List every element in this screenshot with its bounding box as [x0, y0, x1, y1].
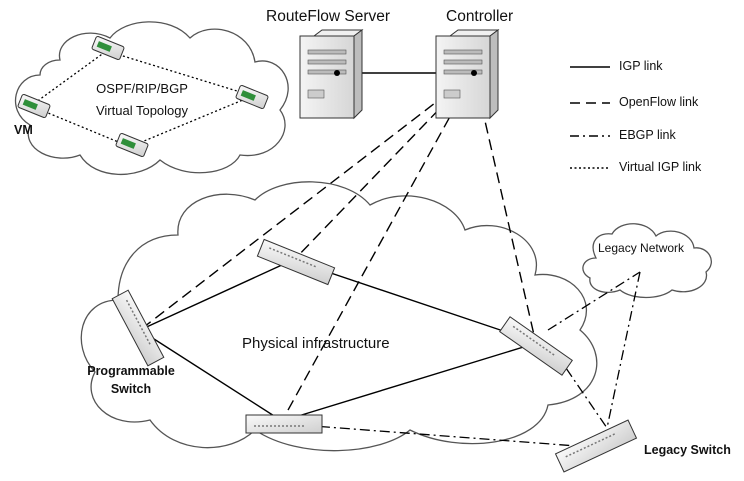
- virtual-topology-line2: Virtual Topology: [95, 103, 189, 118]
- routeflow-server-label: RouteFlow Server: [266, 8, 391, 25]
- legend-ebgp-label: EBGP link: [619, 128, 676, 142]
- vm-switch: [235, 84, 269, 110]
- physical-infrastructure-label: Physical infrastructure: [242, 335, 390, 352]
- virtual-topology-line1: OSPF/RIP/BGP: [96, 81, 188, 96]
- vm-switch: [17, 93, 51, 119]
- vm-label: VM: [14, 123, 33, 137]
- igp-links: [139, 72, 531, 422]
- physical-infrastructure-cloud: [80, 181, 598, 452]
- controller-server: [435, 29, 500, 120]
- programmable-switch-label-line2: Switch: [110, 382, 152, 396]
- legacy-network-label: Legacy Network: [598, 241, 685, 255]
- controller-label: Controller: [446, 8, 514, 25]
- legend-openflow-label: OpenFlow link: [619, 95, 699, 109]
- physical-switch-bottom: [245, 414, 323, 434]
- routeflow-server: [299, 29, 364, 120]
- physical-switch-right: [499, 316, 573, 376]
- virtual-topology-cloud: [14, 21, 289, 176]
- legacy-switch-label: Legacy Switch: [644, 443, 731, 457]
- legacy-network-cloud: [582, 223, 712, 299]
- vm-switch: [115, 132, 149, 158]
- physical-switch-top: [256, 238, 336, 286]
- legend: [570, 66, 610, 169]
- vm-switch: [91, 35, 125, 61]
- legend-igp-label: IGP link: [619, 59, 663, 73]
- programmable-switch-label-line1: Programmable: [87, 364, 175, 378]
- programmable-switch: [111, 289, 165, 367]
- legend-virtual-igp-label: Virtual IGP link: [619, 160, 702, 174]
- virtual-igp-links: [31, 51, 251, 147]
- legacy-switch: [554, 419, 638, 473]
